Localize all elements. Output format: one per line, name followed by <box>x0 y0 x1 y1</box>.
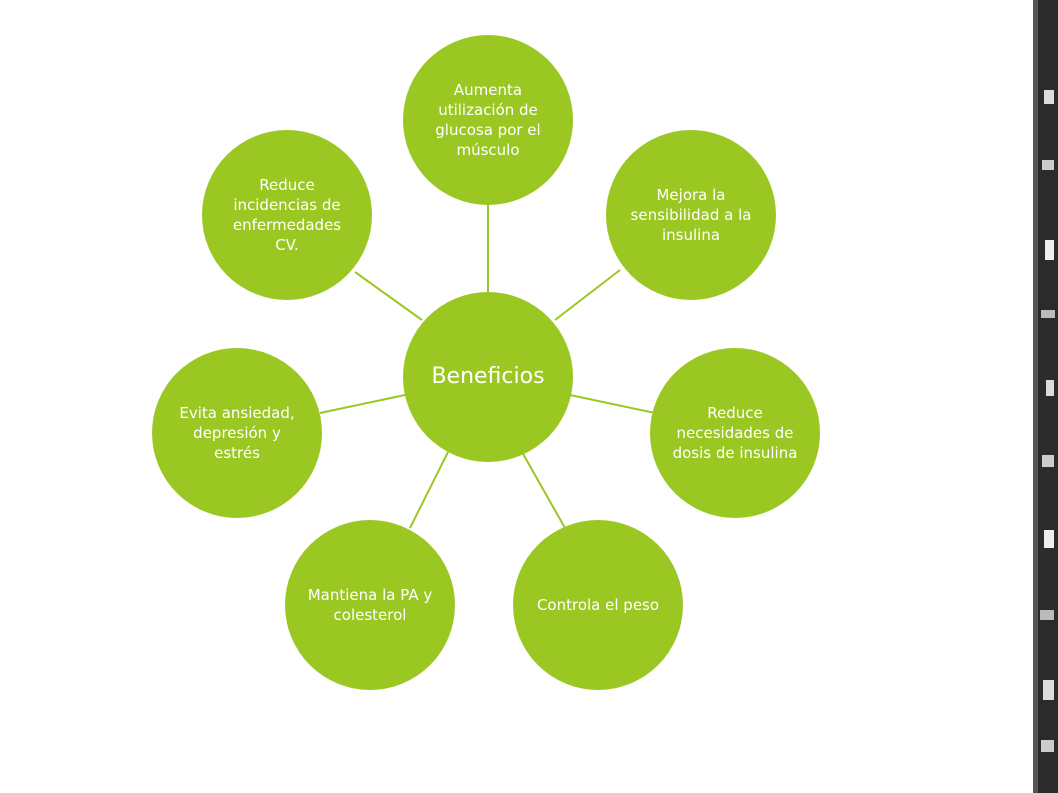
connector-line-5 <box>409 451 449 529</box>
node-pa-colesterol: Mantiena la PA y colesterol <box>285 520 455 690</box>
node-label: Reduce incidencias de enfermedades CV. <box>232 176 342 254</box>
node-controla-peso: Controla el peso <box>513 520 683 690</box>
center-node-beneficios: Beneficios <box>403 292 573 462</box>
node-enfermedades-cv: Reduce incidencias de enfermedades CV. <box>202 130 372 300</box>
node-glucosa: Aumenta utilización de glucosa por el mú… <box>403 35 573 205</box>
node-label: Mejora la sensibilidad a la insulina <box>630 186 752 244</box>
connector-line-7 <box>354 271 423 321</box>
connector-line-6 <box>319 394 406 414</box>
center-node-label: Beneficios <box>431 364 545 389</box>
connector-line-3 <box>569 394 656 414</box>
node-label: Aumenta utilización de glucosa por el mú… <box>435 81 541 159</box>
connector-line-2 <box>554 269 621 321</box>
node-label: Controla el peso <box>536 596 660 614</box>
node-label: Evita ansiedad, depresión y estrés <box>179 404 295 462</box>
node-sensibilidad: Mejora la sensibilidad a la insulina <box>606 130 776 300</box>
connector-line-4 <box>521 451 566 529</box>
node-ansiedad: Evita ansiedad, depresión y estrés <box>152 348 322 518</box>
node-label: Reduce necesidades de dosis de insulina <box>672 404 798 462</box>
node-label: Mantiena la PA y colesterol <box>307 586 433 624</box>
decorative-edge-strip <box>1022 0 1058 793</box>
node-dosis-insulina: Reduce necesidades de dosis de insulina <box>650 348 820 518</box>
